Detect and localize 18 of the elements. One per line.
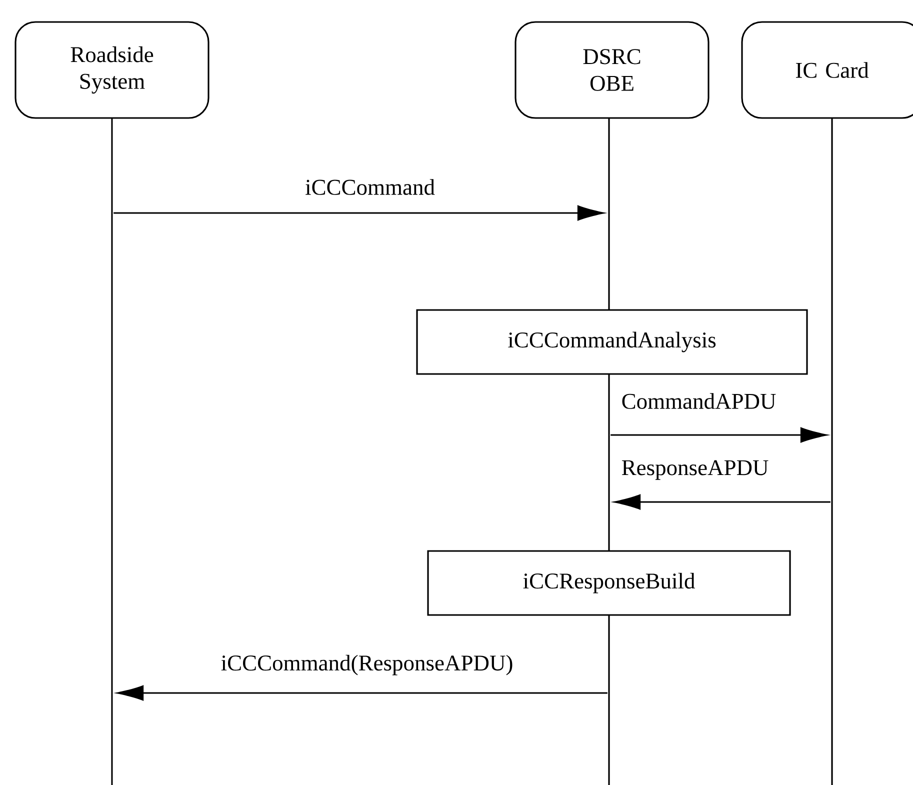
participant-box: Roadside System (14, 21, 210, 119)
message-arrow (114, 205, 604, 221)
message-arrow (117, 685, 608, 701)
message-label: iCCCommand (302, 176, 438, 198)
lifeline (831, 118, 833, 785)
activity-box: iCCCommandAnalysis (416, 309, 808, 375)
message-arrow (614, 494, 830, 510)
message-arrow (610, 427, 827, 443)
lifeline (608, 374, 610, 551)
message-label: iCCCommand(ResponseAPDU) (217, 651, 517, 679)
participant-box: IC Card (741, 21, 913, 119)
message-label: CommandAPDU (618, 390, 780, 412)
message-label: ResponseAPDU (618, 456, 772, 484)
participant-box: DSRC OBE (514, 21, 710, 119)
lifeline (608, 615, 610, 785)
lifeline (608, 118, 610, 310)
lifeline (111, 118, 113, 785)
activity-box: iCCResponseBuild (427, 550, 791, 616)
